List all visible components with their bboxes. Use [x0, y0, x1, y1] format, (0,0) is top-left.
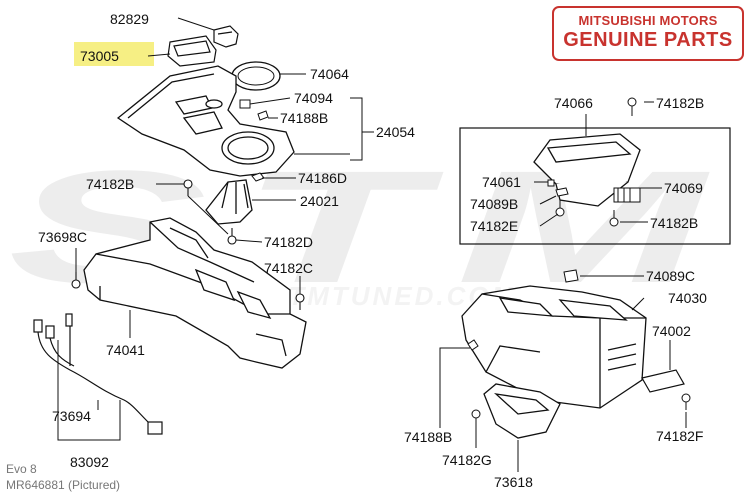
callout-74182b-left: 74182B: [86, 176, 134, 192]
callout-74094: 74094: [294, 90, 333, 106]
screws-left: [71, 179, 305, 310]
callout-73618: 73618: [494, 474, 533, 490]
part-82829-clip: [213, 25, 239, 48]
callout-labels: 82829 73005 74064 74094 74188B 24054 741…: [38, 11, 707, 490]
callout-74186d: 74186D: [298, 170, 347, 186]
callout-74182e: 74182E: [470, 218, 518, 234]
footer-part-number: MR646881 (Pictured): [6, 478, 121, 492]
callout-74041: 74041: [106, 342, 145, 358]
callout-73005: 73005: [80, 48, 119, 64]
part-73005-cover: [167, 35, 217, 67]
part-74089b-clip: [555, 187, 569, 197]
part-74030-rear-console: [461, 285, 647, 409]
highlight-73005: [74, 42, 154, 66]
callout-24021: 24021: [300, 193, 339, 209]
callout-74030: 74030: [668, 290, 707, 306]
part-74094-button: [239, 99, 251, 109]
callout-74089c: 74089C: [646, 268, 695, 284]
part-74041-console: [83, 217, 307, 369]
callout-74182b-inset: 74182B: [650, 215, 698, 231]
part-74061-hinge: [547, 179, 555, 187]
part-74188b-clip-a: [257, 110, 269, 121]
callout-74182f: 74182F: [656, 428, 703, 444]
badge-brand: MITSUBISHI MOTORS: [578, 13, 718, 28]
part-74064-ring: [231, 61, 281, 91]
callout-74089b: 74089B: [470, 196, 518, 212]
callout-74066: 74066: [554, 95, 593, 111]
callout-73694: 73694: [52, 408, 91, 424]
callout-82829: 82829: [110, 11, 149, 27]
part-24021-boot: [205, 179, 253, 225]
part-74066-lid: [533, 133, 641, 207]
part-74002-cap: [641, 369, 685, 393]
callout-74182b-top-right: 74182B: [656, 95, 704, 111]
inset-box: [459, 127, 731, 245]
callout-74182d: 74182D: [264, 234, 313, 250]
screws-lower-right: [467, 339, 691, 426]
part-73694-harness: [33, 313, 163, 435]
part-24054-panel: [116, 65, 295, 177]
callout-74188b-lower: 74188B: [404, 429, 452, 445]
callout-24054: 24054: [376, 124, 415, 140]
part-74089c-clip: [563, 269, 579, 283]
callout-74188b: 74188B: [280, 110, 328, 126]
part-73618-tray: [483, 383, 561, 439]
part-74069-latch: [613, 187, 641, 203]
callout-74061: 74061: [482, 174, 521, 190]
leader-lines: [57, 17, 687, 472]
callout-74069: 74069: [664, 180, 703, 196]
callout-73698c: 73698C: [38, 229, 87, 245]
genuine-parts-badge: MITSUBISHI MOTORS GENUINE PARTS: [552, 6, 744, 61]
footer-model: Evo 8: [6, 462, 37, 476]
badge-title: GENUINE PARTS: [563, 29, 733, 51]
callout-74182c: 74182C: [264, 260, 313, 276]
callout-74002: 74002: [652, 323, 691, 339]
callout-74064: 74064: [310, 66, 349, 82]
callout-83092: 83092: [70, 454, 109, 470]
callout-74182g: 74182G: [442, 452, 492, 468]
